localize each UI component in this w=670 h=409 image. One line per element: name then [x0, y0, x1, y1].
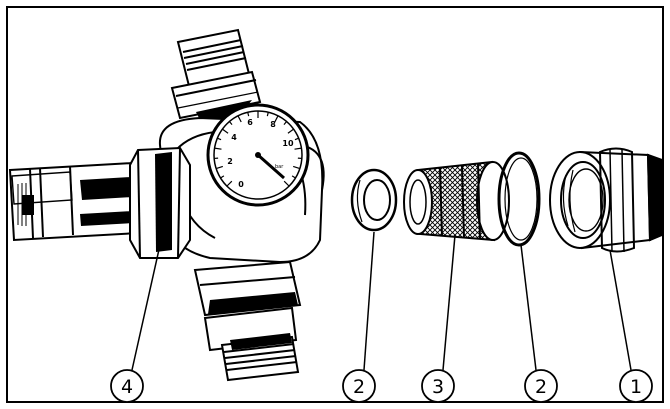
gauge-tick — [291, 175, 296, 179]
filter-sieve — [403, 160, 510, 242]
threaded-connector — [549, 147, 663, 253]
leader-line-2-left — [363, 231, 375, 371]
gauge-scale-2: 2 — [227, 157, 233, 166]
pressure-reducer-valve — [8, 28, 325, 382]
gauge-scale-10: 10 — [282, 139, 294, 148]
gauge-scale-6: 6 — [247, 118, 253, 127]
leader-line-1 — [609, 249, 632, 371]
gauge-tick — [237, 115, 242, 123]
gauge-tick — [228, 121, 233, 125]
callout-4: 4 — [110, 369, 144, 403]
callout-1: 1 — [619, 369, 653, 403]
callout-3: 3 — [421, 369, 455, 403]
svg-text:2: 2 — [353, 376, 365, 398]
gauge-scale-8: 8 — [270, 120, 276, 129]
o-ring-left — [350, 168, 398, 232]
pressure-gauge: 0 2 4 6 8 10 bar — [206, 103, 310, 207]
svg-text:4: 4 — [121, 376, 133, 398]
gauge-tick — [266, 112, 269, 117]
gauge-tick — [220, 175, 225, 179]
gauge-tick — [222, 128, 229, 134]
gauge-tick — [247, 112, 250, 117]
gauge-scale-4: 4 — [231, 133, 237, 142]
gauge-tick — [283, 180, 290, 187]
leader-line-4 — [131, 244, 161, 371]
gauge-tick — [294, 147, 302, 150]
svg-text:1: 1 — [630, 376, 642, 398]
callout-2-right: 2 — [524, 369, 558, 403]
gauge-tick — [217, 137, 222, 141]
svg-text:2: 2 — [535, 376, 547, 398]
gauge-tick — [294, 137, 299, 141]
gauge-scale-0: 0 — [238, 180, 244, 189]
callout-2-left: 2 — [342, 369, 376, 403]
svg-text:3: 3 — [432, 376, 444, 398]
gauge-tick — [287, 128, 294, 134]
gauge-tick — [215, 165, 223, 170]
gauge-unit: bar — [275, 164, 284, 170]
gauge-tick — [226, 180, 233, 187]
gauge-tick — [274, 115, 279, 123]
leader-line-2-right — [520, 244, 537, 371]
gauge-tick — [283, 121, 288, 125]
leader-line-3 — [442, 234, 456, 371]
o-ring-right — [497, 151, 541, 247]
gauge-tick — [214, 147, 222, 150]
gauge-needle — [257, 153, 285, 180]
gauge-tick — [293, 165, 301, 170]
